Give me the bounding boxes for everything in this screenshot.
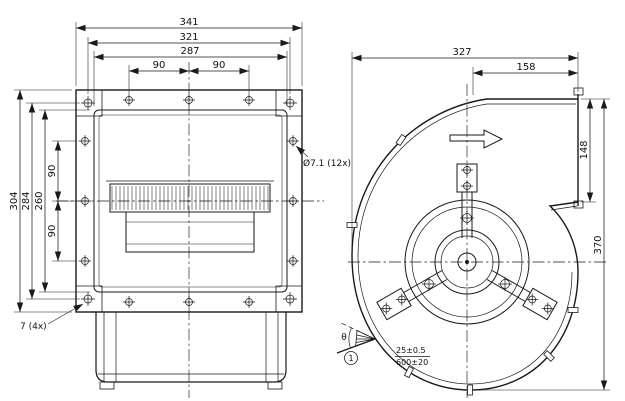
- outlet-flange-tab-bottom: [573, 200, 584, 209]
- airflow-arrow-icon: [449, 129, 504, 149]
- flange-hole-leader: [295, 145, 309, 158]
- dim-90-top-left-label: 90: [153, 60, 166, 71]
- impeller-band: [109, 183, 271, 213]
- cable-note-denominator: 600±20: [396, 358, 428, 367]
- front-dimensions-left: 304 284 260 90 90: [9, 89, 90, 313]
- front-notes: 7 (4x) Ø7.1 (12x): [20, 145, 351, 332]
- callout-label: 1: [348, 354, 353, 363]
- motor-front: [125, 211, 255, 253]
- flange-hole-note: Ø7.1 (12x): [303, 158, 351, 169]
- dim-overall-width-label: 341: [179, 17, 198, 28]
- cable-grommet-wedge: [355, 329, 377, 347]
- side-dimensions: 327 158 148 370: [351, 47, 610, 391]
- angle-label: θ: [341, 333, 347, 343]
- angle-arc: [348, 327, 352, 349]
- housing-below: [95, 312, 287, 390]
- dim-90-left-upper-label: 90: [47, 165, 58, 178]
- dim-hole-pitch-height-label: 284: [21, 191, 32, 210]
- impeller-blades: [111, 186, 269, 210]
- dim-outlet-depth-label: 158: [516, 62, 535, 73]
- scroll-inner-wall: [357, 103, 573, 385]
- cable-exit-detail: θ 1 25±0.5 600±20: [336, 321, 430, 367]
- corner-hole-note: 7 (4x): [20, 322, 47, 332]
- dim-hole-pitch-width-label: 321: [179, 32, 198, 43]
- foot-right: [267, 381, 283, 390]
- front-view: 341 321 287 90 90 304 284 260 90 90 7 (4…: [9, 17, 351, 398]
- front-dimensions-top: 341 321 287 90 90: [75, 17, 303, 106]
- impeller-front: [106, 180, 274, 253]
- dim-90-left-lower-label: 90: [47, 225, 58, 238]
- dim-outlet-height-label: 148: [579, 140, 590, 159]
- dim-overall-height-label: 370: [593, 235, 604, 254]
- callout-circle: [344, 351, 358, 365]
- cable-note-numerator: 25±0.5: [396, 346, 426, 355]
- dim-opening-height-label: 260: [34, 191, 45, 210]
- outlet-flange-tab-top: [573, 87, 584, 96]
- corner-hole-leader: [47, 303, 84, 325]
- motor-lines: [126, 221, 254, 245]
- motor-struts: [401, 192, 533, 303]
- corner-holes: [81, 96, 297, 306]
- corner-plates: [76, 90, 302, 312]
- outlet-inner-walls: [487, 103, 578, 211]
- dim-overall-depth-label: 327: [452, 47, 471, 58]
- dim-90-top-right-label: 90: [213, 60, 226, 71]
- dim-overall-height-label: 304: [9, 191, 20, 210]
- scroll-outline: [351, 98, 579, 391]
- side-view: 327 158 148 370 θ 1 25±0.5 600±20: [336, 47, 610, 398]
- dim-opening-width-label: 287: [180, 46, 199, 57]
- foot-left: [99, 381, 115, 390]
